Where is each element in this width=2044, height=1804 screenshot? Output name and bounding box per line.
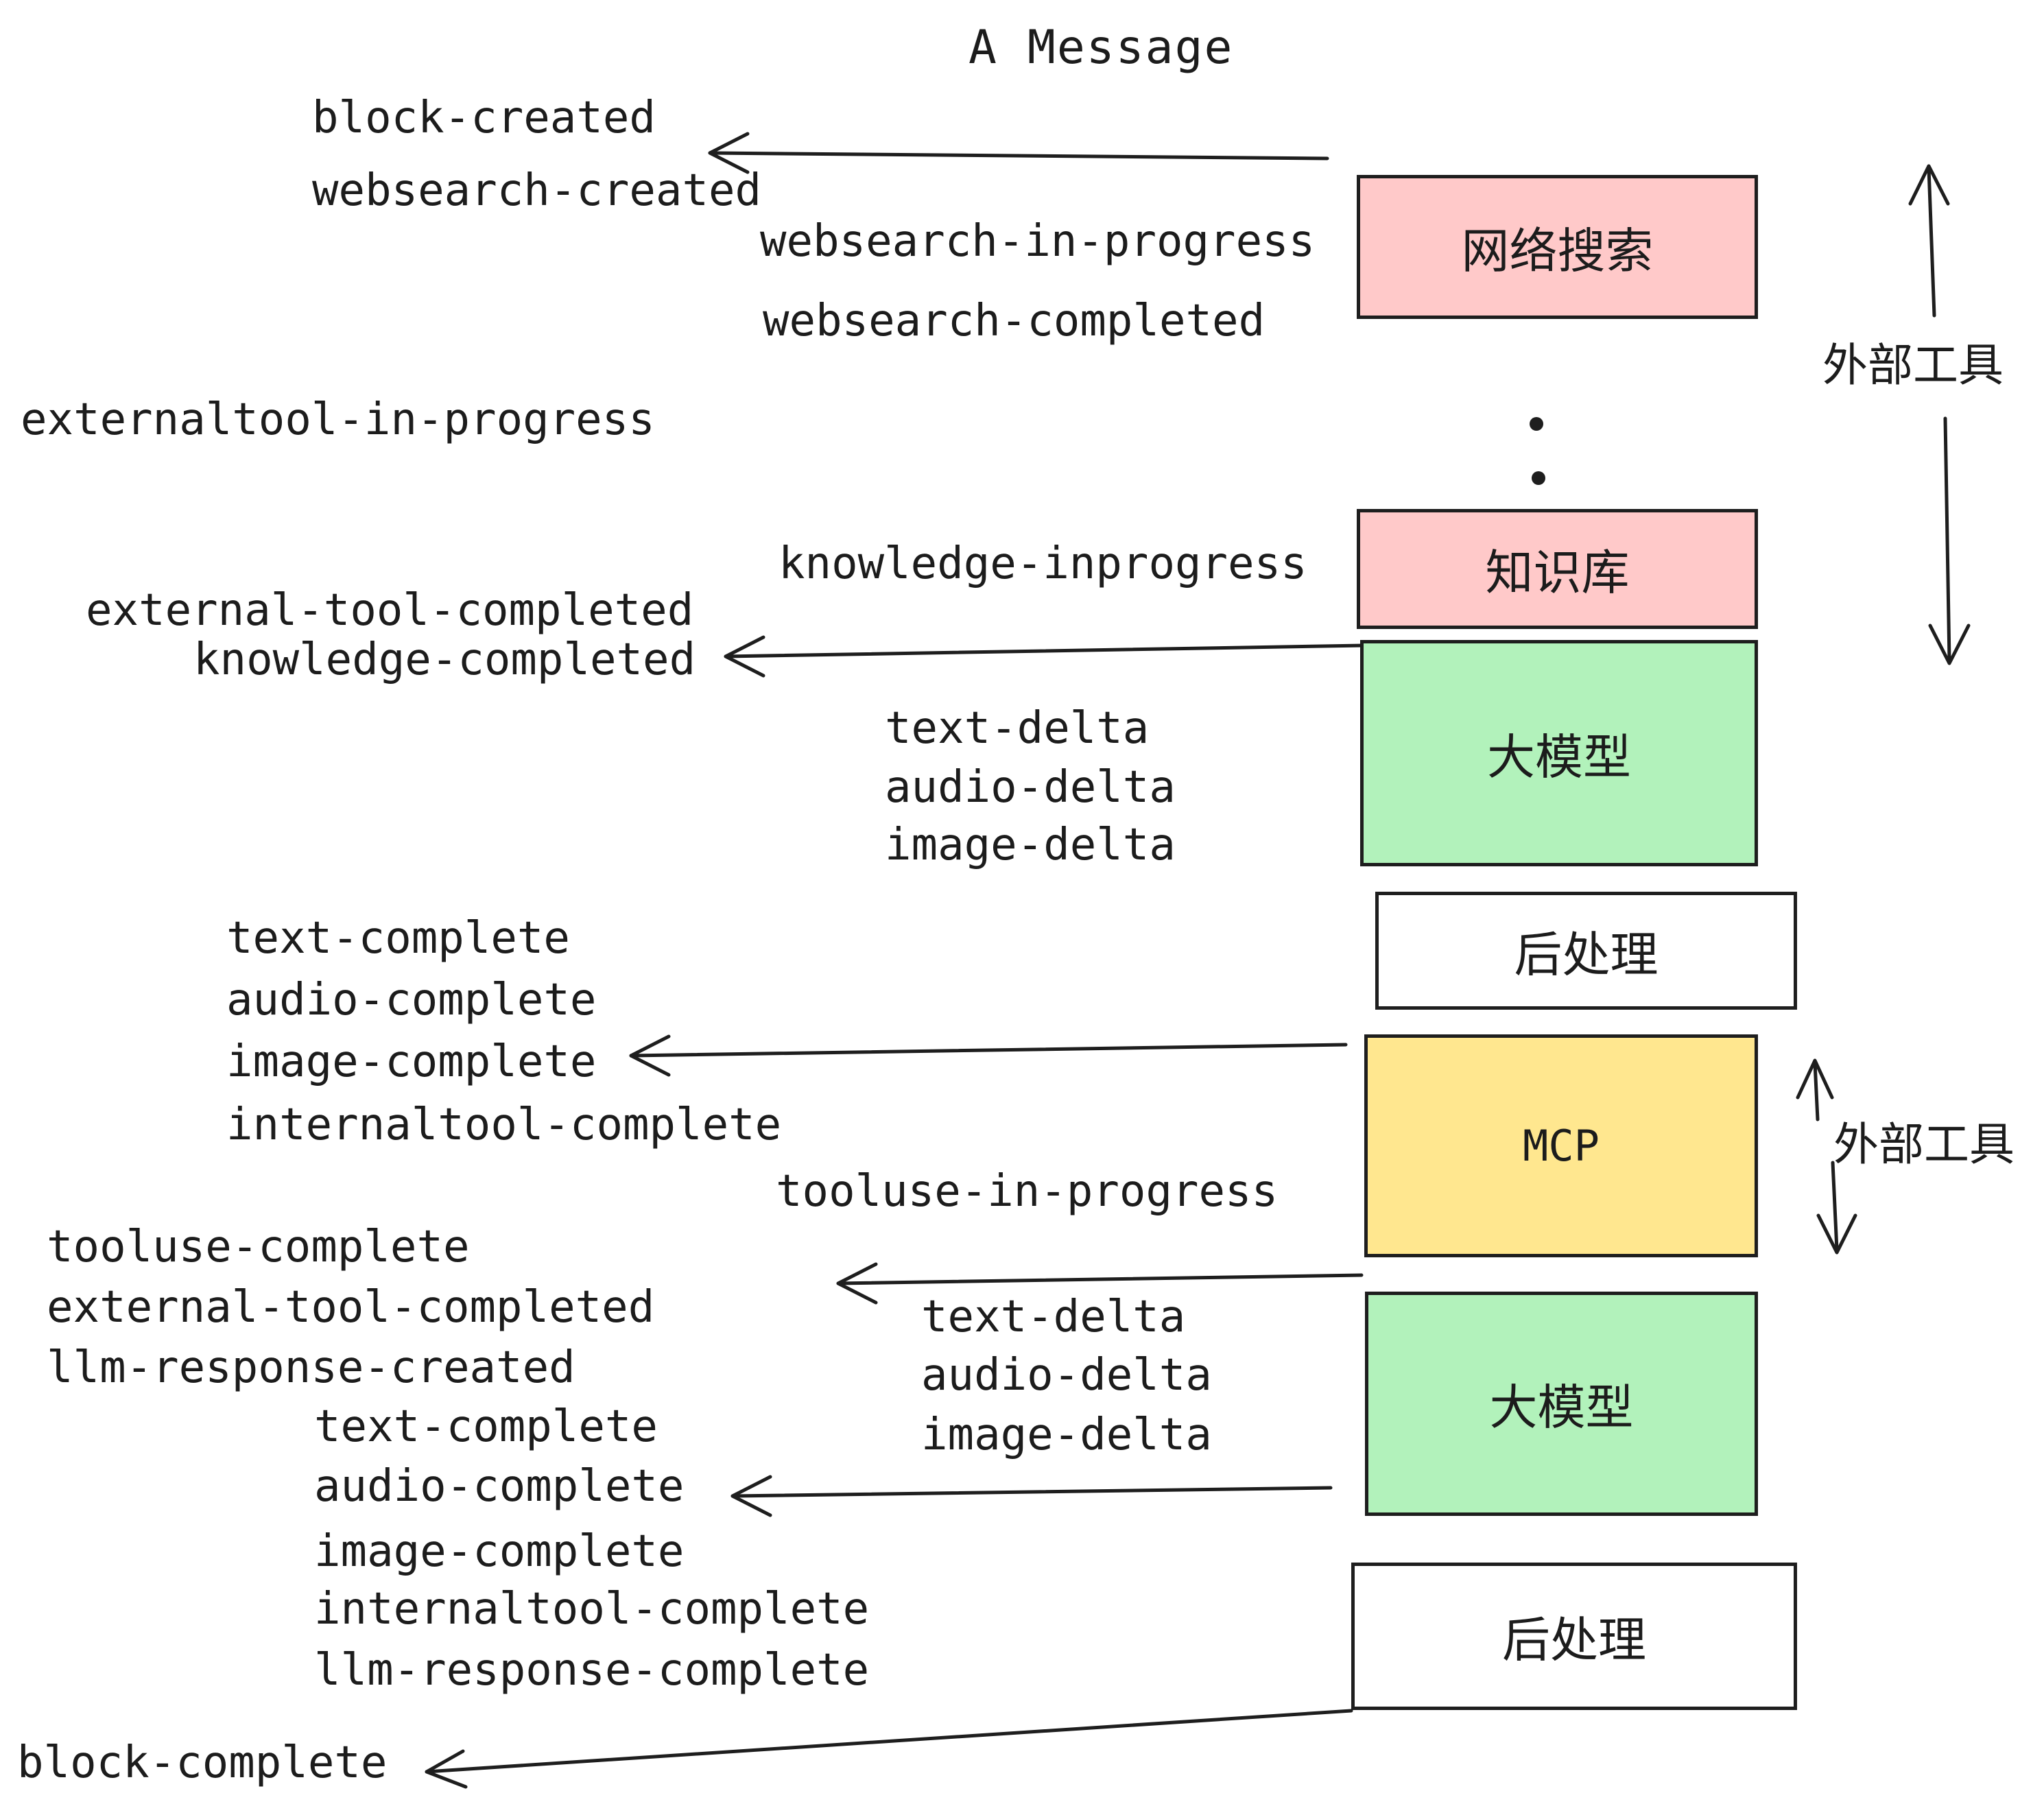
event-label-external-tool-completed-2: external-tool-completed <box>47 1282 655 1333</box>
event-label-tooluse-in-progress: tooluse-in-progress <box>776 1166 1279 1217</box>
event-label-audio-complete-2: audio-complete <box>314 1461 685 1512</box>
arrow-to-block-created <box>708 132 1329 174</box>
event-label-audio-complete: audio-complete <box>226 975 597 1025</box>
arrow-to-audio-complete <box>730 1475 1333 1517</box>
box-knowledge: 知识库 <box>1357 509 1758 629</box>
event-label-image-delta: image-delta <box>885 820 1176 870</box>
box-post-process-2: 后处理 <box>1351 1563 1797 1710</box>
event-label-image-complete-2: image-complete <box>314 1526 685 1577</box>
event-label-websearch-created: websearch-created <box>312 165 762 216</box>
box-websearch-label: 网络搜索 <box>1461 222 1654 279</box>
event-label-text-delta: text-delta <box>885 703 1150 754</box>
external-tools-top-down-arrow <box>1928 416 1971 665</box>
event-label-knowledge-completed: knowledge-completed <box>193 634 696 685</box>
external-tools-bottom-up-arrow <box>1796 1058 1834 1121</box>
event-label-knowledge-inprogress: knowledge-inprogress <box>779 538 1307 589</box>
box-post-process-2-label: 后处理 <box>1502 1612 1646 1668</box>
external-tools-bottom-down-arrow <box>1816 1161 1857 1255</box>
box-mcp-label: MCP <box>1523 1121 1600 1171</box>
event-label-block-complete: block-complete <box>17 1737 388 1788</box>
external-tools-bottom-label: 外部工具 <box>1833 1118 2015 1171</box>
event-label-websearch-in-progress: websearch-in-progress <box>760 216 1316 267</box>
box-llm-1: 大模型 <box>1360 640 1758 866</box>
event-label-llm-response-complete: llm-response-complete <box>314 1645 870 1696</box>
event-label-audio-delta: audio-delta <box>885 762 1176 813</box>
event-label-image-delta-2: image-delta <box>921 1410 1212 1460</box>
arrow-to-tooluse-complete <box>836 1262 1364 1305</box>
event-label-audio-delta-2: audio-delta <box>921 1350 1212 1401</box>
event-label-websearch-completed: websearch-completed <box>763 296 1265 346</box>
event-label-internaltool-complete-2: internaltool-complete <box>314 1584 870 1635</box>
box-post-process-1: 后处理 <box>1375 892 1797 1010</box>
event-label-externaltool-in-progress: externaltool-in-progress <box>21 394 655 445</box>
box-knowledge-label: 知识库 <box>1485 545 1630 601</box>
event-label-text-complete: text-complete <box>226 913 570 964</box>
box-mcp: MCP <box>1364 1034 1758 1257</box>
event-label-external-tool-completed: external-tool-completed <box>86 585 694 636</box>
arrow-to-image-complete <box>629 1034 1348 1077</box>
arrow-to-block-complete <box>425 1709 1353 1789</box>
event-label-tooluse-complete: tooluse-complete <box>47 1222 470 1272</box>
external-tools-top-up-arrow <box>1908 164 1950 318</box>
external-tools-top-label: 外部工具 <box>1822 339 2004 392</box>
box-llm-2: 大模型 <box>1365 1292 1758 1516</box>
event-label-llm-response-created: llm-response-created <box>47 1342 575 1393</box>
box-websearch: 网络搜索 <box>1357 175 1758 319</box>
event-label-text-delta-2: text-delta <box>921 1292 1186 1342</box>
page-title: A Message <box>968 21 1234 75</box>
event-label-image-complete: image-complete <box>226 1036 597 1087</box>
event-label-internaltool-complete: internaltool-complete <box>226 1100 782 1150</box>
box-post-process-1-label: 后处理 <box>1514 926 1659 983</box>
event-label-text-complete-2: text-complete <box>314 1401 658 1452</box>
event-label-block-created: block-created <box>312 93 656 143</box>
box-llm-1-label: 大模型 <box>1487 728 1631 785</box>
arrow-to-knowledge-completed <box>724 635 1366 678</box>
box-llm-2-label: 大模型 <box>1489 1379 1634 1436</box>
